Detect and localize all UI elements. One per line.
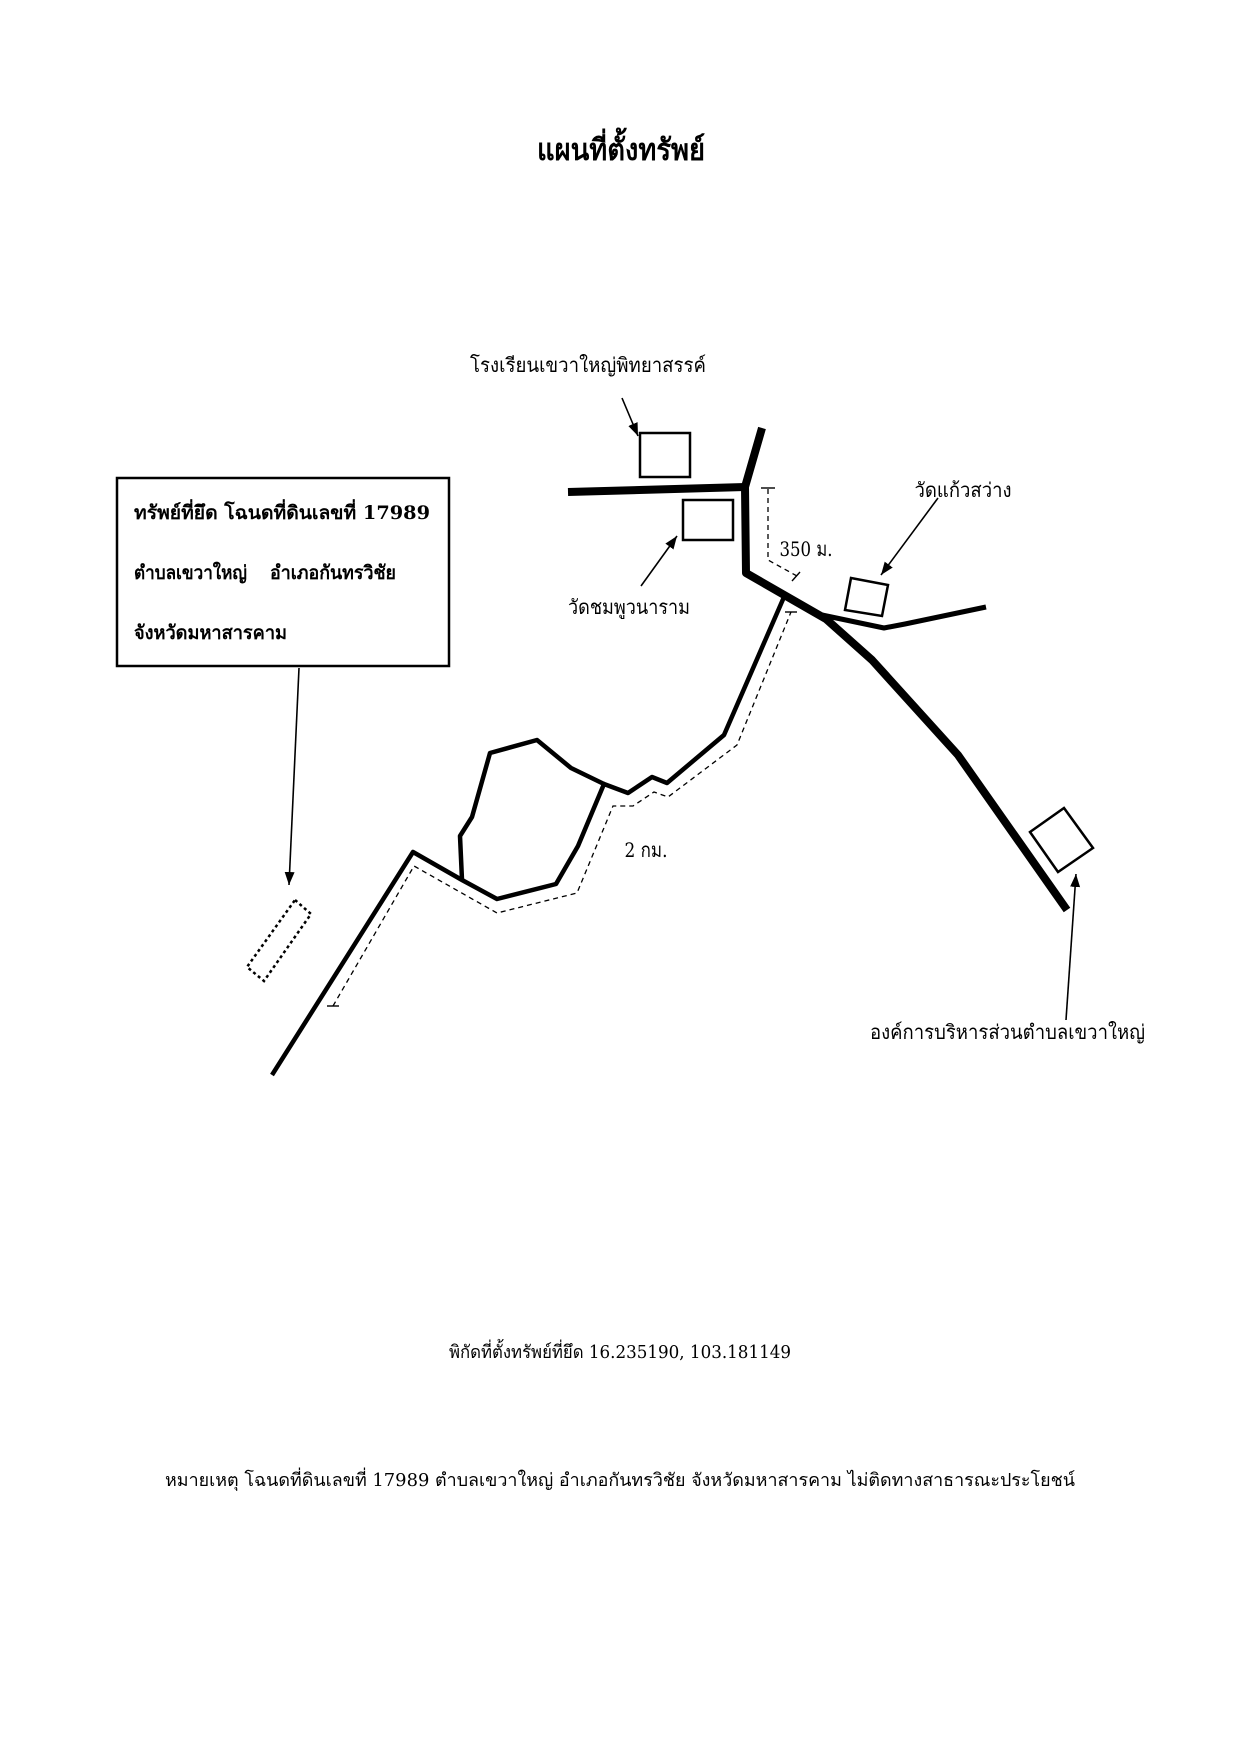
wat-kaew-sawang-arrow	[880, 497, 939, 576]
roads	[270, 426, 1071, 1077]
property-deed-line: ทรัพย์ที่ยึด โฉนดที่ดินเลขที่ 17989	[134, 499, 430, 524]
measure-350m-dashed-line	[767, 489, 798, 577]
seized-parcel	[245, 898, 313, 983]
property-info-box: ทรัพย์ที่ยึด โฉนดที่ดินเลขที่ 17989 ตำบล…	[115, 476, 451, 668]
remark-text: หมายเหตุ โฉนดที่ดินเลขที่ 17989 ตำบลเขวา…	[165, 1467, 1075, 1491]
wat-chomphu-building	[681, 498, 735, 542]
distance-2km-label: 2 กม.	[625, 838, 668, 862]
property-subdistrict: ตำบลเขวาใหญ่	[134, 561, 247, 584]
property-info-box-frame	[115, 476, 451, 668]
road-loop	[457, 737, 605, 881]
page-title: แผนที่ตั้งทรัพย์	[537, 127, 705, 168]
school-label: โรงเรียนเขวาใหญ่พิทยาสรรค์	[470, 353, 706, 377]
road-school	[567, 483, 746, 496]
distance-350m-label: 350 ม.	[780, 537, 833, 561]
road-wat-kaew-sawang	[821, 604, 987, 631]
property-arrow	[284, 667, 300, 886]
school-arrow	[621, 397, 639, 437]
property-district: อำเภอกันทรวิชัย	[270, 562, 396, 584]
measure-2km	[327, 611, 797, 1007]
road-main	[741, 426, 1071, 913]
sao-arrow	[1065, 873, 1081, 1021]
coordinates-text: พิกัดที่ตั้งทรัพย์ที่ยึด 16.235190, 103.…	[449, 1339, 791, 1363]
road-to-property	[270, 596, 787, 1077]
wat-kaew-sawang-label: วัดแก้วสว่าง	[915, 478, 1012, 502]
wat-chomphu-label: วัดชมพูวนาราม	[568, 595, 690, 620]
sao-label: องค์การบริหารส่วนตำบลเขวาใหญ่	[870, 1020, 1145, 1044]
measure-2km-dashed-line	[332, 611, 792, 1007]
wat-kaew-sawang-building	[843, 576, 890, 618]
measure-350m-end-tick	[791, 571, 801, 582]
sao-building	[1028, 806, 1095, 874]
measure-350m	[761, 487, 801, 582]
wat-chomphu-arrow	[640, 535, 678, 587]
school-building	[638, 431, 692, 479]
property-province: จังหวัดมหาสารคาม	[134, 622, 287, 644]
